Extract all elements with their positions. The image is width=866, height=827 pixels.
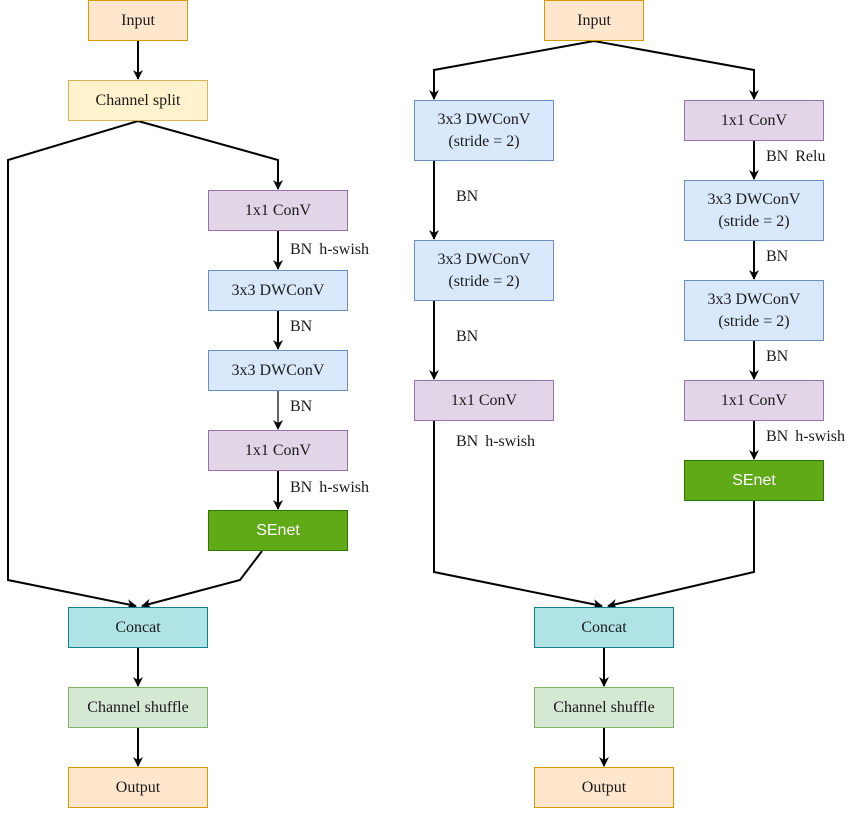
right-a-edge-label-1: BN bbox=[456, 188, 479, 205]
left-senet-to-concat-arrow bbox=[141, 550, 263, 609]
right-b-edge-label-4: BN h-swish bbox=[766, 428, 846, 445]
right-a-dwconv-stride-node-2: 3x3 DWConV (stride = 2) bbox=[414, 240, 554, 301]
left-shortcut-arrow bbox=[7, 120, 139, 610]
right-a-edge-label-2: BN bbox=[456, 328, 479, 345]
right-b-edge-label-2: BN bbox=[766, 248, 789, 265]
right-input-node: Input bbox=[544, 0, 644, 41]
left-split-to-branch-arrow bbox=[137, 120, 283, 190]
right-b-edge-label-3: BN bbox=[766, 348, 789, 365]
left-input-node: Input bbox=[88, 0, 188, 41]
right-a-edge-label-3: BN h-swish bbox=[456, 433, 536, 450]
right-input-to-branch-a-arrow bbox=[429, 40, 595, 100]
left-dwconv-node-1: 3x3 DWConV bbox=[208, 270, 348, 311]
right-a-conv1x1-node: 1x1 ConV bbox=[414, 380, 554, 421]
right-b-to-concat-arrow bbox=[607, 501, 755, 609]
right-output-node: Output bbox=[534, 767, 674, 808]
right-b-edge-label-1: BN Relu bbox=[766, 148, 826, 165]
right-channel-shuffle-node: Channel shuffle bbox=[534, 687, 674, 728]
right-a-to-concat-arrow bbox=[433, 421, 603, 610]
left-channel-shuffle-node: Channel shuffle bbox=[68, 687, 208, 728]
left-edge-label-3: BN bbox=[290, 398, 313, 415]
right-senet-node: SEnet bbox=[684, 460, 824, 501]
left-dwconv-node-2: 3x3 DWConV bbox=[208, 350, 348, 391]
right-b-conv1x1-node-2: 1x1 ConV bbox=[684, 380, 824, 421]
right-input-to-branch-b-arrow bbox=[593, 40, 759, 100]
left-output-node: Output bbox=[68, 767, 208, 808]
right-a-dwconv-stride-node-1: 3x3 DWConV (stride = 2) bbox=[414, 100, 554, 161]
right-b-dwconv-stride-node-1: 3x3 DWConV (stride = 2) bbox=[684, 180, 824, 241]
left-edge-label-2: BN bbox=[290, 318, 313, 335]
left-edge-label-4: BN h-swish bbox=[290, 479, 370, 496]
left-concat-node: Concat bbox=[68, 607, 208, 648]
right-concat-node: Concat bbox=[534, 607, 674, 648]
left-channel-split-node: Channel split bbox=[68, 80, 208, 121]
left-edge-label-1: BN h-swish bbox=[290, 241, 370, 258]
right-b-conv1x1-node-1: 1x1 ConV bbox=[684, 100, 824, 141]
left-senet-node: SEnet bbox=[208, 510, 348, 551]
right-b-dwconv-stride-node-2: 3x3 DWConV (stride = 2) bbox=[684, 280, 824, 341]
left-conv1x1-node: 1x1 ConV bbox=[208, 190, 348, 231]
left-conv1x1-node-2: 1x1 ConV bbox=[208, 430, 348, 471]
